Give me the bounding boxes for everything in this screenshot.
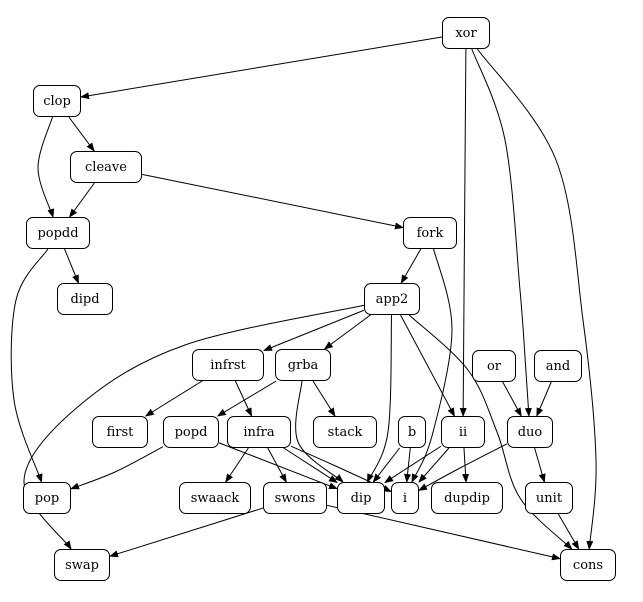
edge-app2-to-infrst xyxy=(263,309,365,351)
node-dipd: dipd xyxy=(57,283,113,315)
edge-cleave-to-popdd xyxy=(69,182,95,218)
edge-b-to-dip xyxy=(372,447,401,483)
edge-infrst-to-first xyxy=(144,380,203,417)
node-infrst: infrst xyxy=(192,349,264,381)
node-ii: ii xyxy=(441,416,485,448)
node-pop: pop xyxy=(23,482,71,514)
edge-grba-to-dip xyxy=(295,380,344,483)
node-dip: dip xyxy=(337,482,385,514)
node-or: or xyxy=(472,350,516,382)
edge-infrst-to-infra xyxy=(234,380,253,417)
node-popd: popd xyxy=(163,416,219,448)
edge-xor-to-cons xyxy=(476,48,597,550)
edge-app2-to-grba xyxy=(323,314,371,350)
node-app2: app2 xyxy=(364,283,420,315)
edge-infra-to-swons xyxy=(267,447,287,483)
edge-infra-to-swaack xyxy=(225,447,249,483)
edge-cleave-to-fork xyxy=(141,173,404,230)
node-clop: clop xyxy=(33,85,81,117)
node-infra: infra xyxy=(227,416,291,448)
edge-duo-to-i xyxy=(418,443,508,491)
edge-xor-to-duo xyxy=(471,48,532,417)
edge-xor-to-clop xyxy=(80,36,443,100)
edge-grba-to-popd xyxy=(216,380,277,417)
edge-swons-to-swap xyxy=(109,507,264,558)
edge-clop-to-cleave xyxy=(68,116,95,152)
node-xor: xor xyxy=(442,17,490,49)
edge-popd-to-dip xyxy=(218,442,338,490)
edge-fork-to-i xyxy=(411,248,453,483)
node-fork: fork xyxy=(403,217,457,249)
edge-ii-to-dip xyxy=(384,445,442,484)
edge-app2-to-dip xyxy=(367,314,393,483)
node-dupdip: dupdip xyxy=(431,482,503,514)
node-stack: stack xyxy=(313,416,377,448)
edge-swons-to-cons xyxy=(326,504,561,561)
edge-grba-to-stack xyxy=(312,380,336,417)
node-b: b xyxy=(398,416,426,448)
edge-ii-to-i xyxy=(418,447,450,483)
edge-b-to-i xyxy=(404,447,412,483)
edge-popdd-to-pop xyxy=(10,248,49,483)
edge-or-to-duo xyxy=(502,381,522,417)
node-i: i xyxy=(391,482,419,514)
edge-popdd-to-dipd xyxy=(64,248,79,284)
node-swap: swap xyxy=(54,549,110,581)
edge-fork-to-app2 xyxy=(400,248,422,284)
edge-clop-to-popdd xyxy=(37,116,55,218)
edge-duo-to-unit xyxy=(534,447,546,483)
node-first: first xyxy=(92,416,148,448)
node-popdd: popdd xyxy=(26,217,90,249)
edge-and-to-duo xyxy=(536,381,552,417)
node-duo: duo xyxy=(507,416,553,448)
node-unit: unit xyxy=(525,482,573,514)
edge-app2-to-cons xyxy=(408,314,573,550)
node-cleave: cleave xyxy=(70,151,142,183)
edge-unit-to-cons xyxy=(557,513,580,550)
node-swaack: swaack xyxy=(179,482,251,514)
edge-infra-to-dip xyxy=(283,447,338,484)
edge-app2-to-ii xyxy=(400,314,455,417)
node-cons: cons xyxy=(560,549,616,581)
node-swons: swons xyxy=(263,482,327,514)
node-and: and xyxy=(534,350,582,382)
node-grba: grba xyxy=(275,349,331,381)
edge-popd-to-pop xyxy=(70,446,164,490)
edge-xor-to-ii xyxy=(459,48,467,417)
